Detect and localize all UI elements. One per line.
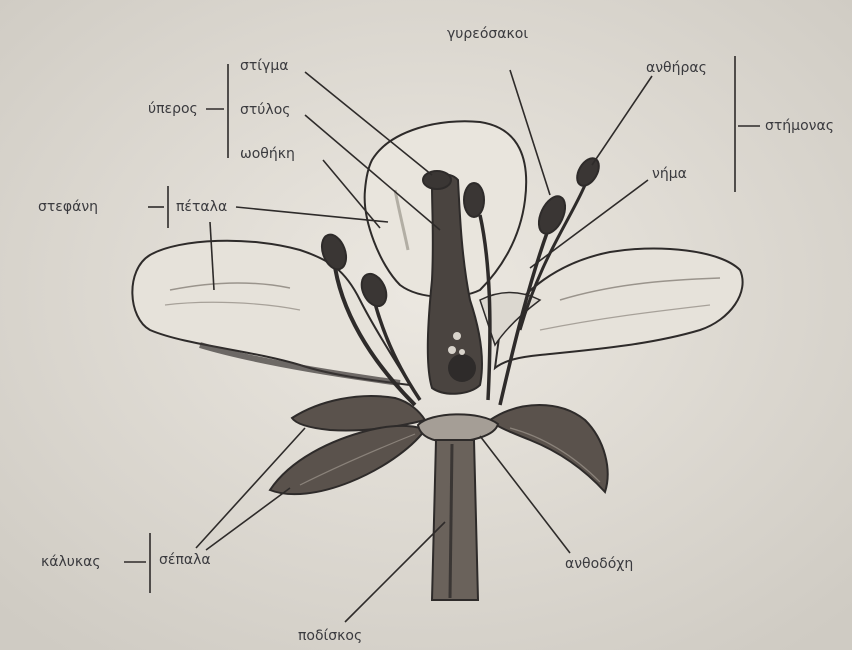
label-calyx: κάλυκας [41,554,101,570]
label-filament: νήμα [652,166,687,182]
label-stigma: στίγμα [240,58,288,74]
stem [432,440,478,600]
stigma [423,171,451,189]
label-pistil: ύπερος [148,101,198,117]
stem-shade [450,444,452,598]
label-receptacle: ανθοδόχη [565,556,633,572]
ovule [448,346,456,354]
label-petals: πέταλα [176,199,227,215]
ovary-chamber [448,354,476,382]
ovule [453,332,461,340]
label-pedicel: ποδίσκος [298,628,362,644]
label-pollen-sacs: γυρεόσακοι [447,26,528,42]
anther [464,183,484,217]
label-stamen: στήμονας [765,118,834,134]
label-anther: ανθήρας [646,60,707,76]
label-ovary: ωοθήκη [240,146,295,162]
label-sepals: σέπαλα [159,552,211,568]
label-corolla: στεφάνη [38,199,98,215]
ovule [459,349,465,355]
label-style: στύλος [240,102,290,118]
